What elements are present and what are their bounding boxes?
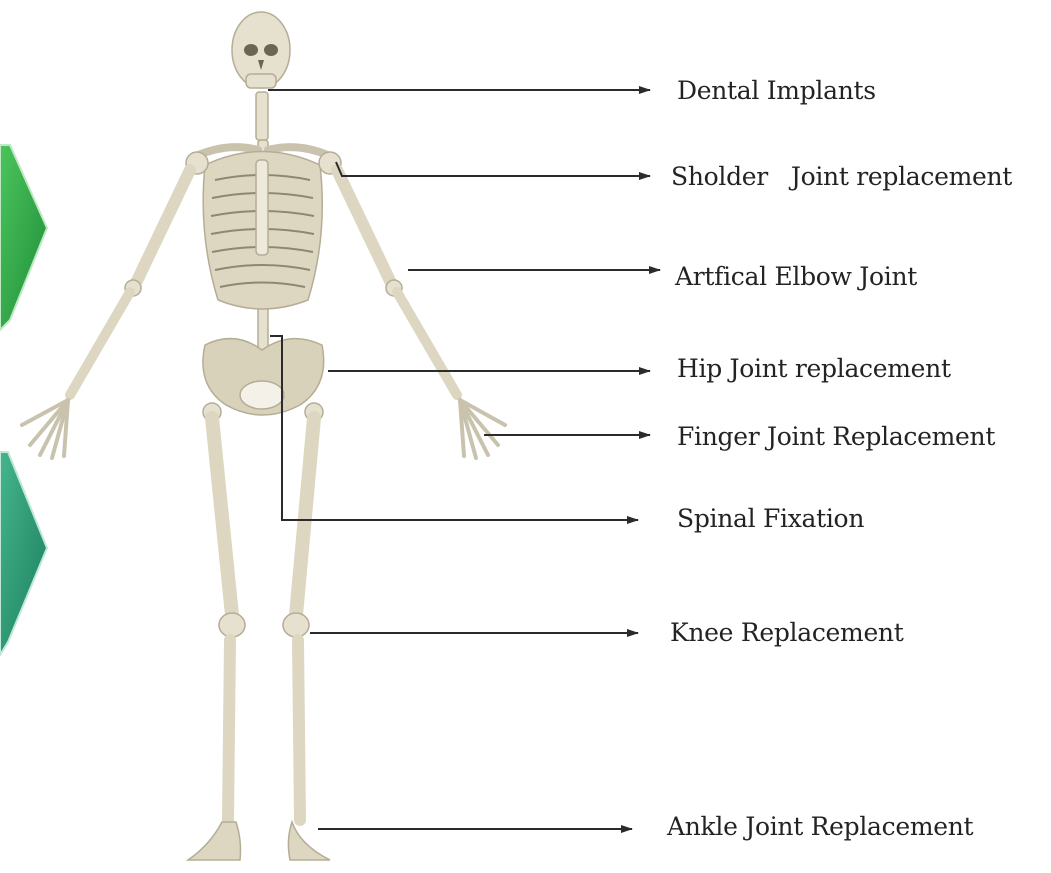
chevron-top-decoration [0,145,47,330]
label-dental-implants: Dental Implants [677,76,876,106]
humerus-left [135,170,190,285]
arrow-spinal [270,336,638,520]
leader-arrows [268,90,660,829]
hand-right [460,400,505,458]
label-knee-replacement: Knee Replacement [670,618,903,648]
foot-left [188,822,241,860]
label-ankle-joint: Ankle Joint Replacement [667,812,973,842]
femur-left [212,418,232,615]
label-spinal-fixation: Spinal Fixation [677,504,864,534]
chevron-bottom-decoration [0,452,47,655]
sternum [256,160,268,255]
jaw [246,74,276,88]
knee-right [283,613,309,637]
skeleton-illustration [22,12,505,860]
cervical-spine [256,92,268,140]
label-hip-joint: Hip Joint replacement [677,354,951,384]
knee-left [219,613,245,637]
arrow-shoulder [336,162,650,176]
eye-socket-left [244,44,258,56]
tibia-right [298,640,300,820]
pelvic-opening [240,381,284,409]
label-shoulder-joint: Sholder Joint replacement [671,162,1012,192]
forearm-right [397,292,457,395]
humerus-right [337,170,392,285]
forearm-left [70,292,130,395]
foot-right [288,822,330,860]
tibia-left [228,640,230,820]
label-elbow-joint: Artfical Elbow Joint [675,262,917,292]
eye-socket-right [264,44,278,56]
femur-right [296,418,314,615]
label-finger-joint: Finger Joint Replacement [677,422,995,452]
hand-left [22,400,68,458]
